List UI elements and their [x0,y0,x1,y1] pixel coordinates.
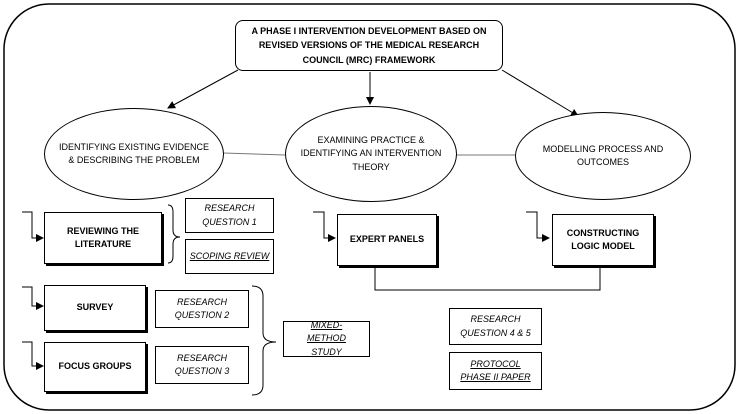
scoping-review: SCOPING REVIEW [189,250,270,261]
stage-ellipse-1: IDENTIFYING EXISTING EVIDENCE & DESCRIBI… [44,108,224,200]
elbow-arrow-logic-model [526,211,550,242]
stage-ellipse-2: EXAMINING PRACTICE & IDENTIFYING AN INTE… [285,106,457,202]
logic-model-label: CONSTRUCTING LOGIC MODEL [566,227,640,251]
elbow-arrow-survey [22,286,44,310]
focus-groups-box: FOCUS GROUPS [44,342,146,392]
mixed-method-study-box: MIXED-METHOD STUDY [283,320,370,357]
stage-2-label: EXAMINING PRACTICE & IDENTIFYING AN INTE… [300,134,442,172]
protocol-paper: PROTOCOL PHASE II PAPER [460,358,531,382]
protocol-paper-box: PROTOCOL PHASE II PAPER [449,352,542,390]
research-question-4-5: RESEARCH QUESTION 4 & 5 [460,314,531,338]
research-question-1: RESEARCH QUESTION 1 [202,203,257,227]
arrow-title-to-stage-1 [167,69,239,109]
framework-title-box: A PHASE I INTERVENTION DEVELOPMENT BASED… [235,20,503,71]
logic-model-box: CONSTRUCTING LOGIC MODEL [552,214,654,266]
expert-panels-label: EXPERT PANELS [349,234,425,245]
reviewing-literature-label: REVIEWING THE LITERATURE [66,225,139,249]
elbow-arrow-literature [22,211,44,242]
research-question-1-box: RESEARCH QUESTION 1 [185,198,274,233]
research-question-3-box: RESEARCH QUESTION 3 [155,346,249,384]
scoping-review-box: SCOPING REVIEW [185,239,274,274]
framework-title: A PHASE I INTERVENTION DEVELOPMENT BASED… [251,25,487,65]
research-question-2-box: RESEARCH QUESTION 2 [155,290,249,328]
outer-frame [3,3,736,411]
bracket-rq45 [374,268,601,291]
link-stage-1-2 [222,152,286,156]
expert-panels-box: EXPERT PANELS [337,214,437,266]
survey-box: SURVEY [44,285,146,331]
bracket-literature [167,204,181,264]
focus-groups-label: FOCUS GROUPS [58,361,132,372]
elbow-arrow-focus-groups [22,341,44,370]
research-question-3: RESEARCH QUESTION 3 [174,352,230,376]
stage-1-label: IDENTIFYING EXISTING EVIDENCE & DESCRIBI… [58,141,210,166]
reviewing-literature-box: REVIEWING THE LITERATURE [44,212,162,264]
research-question-4-5-box: RESEARCH QUESTION 4 & 5 [449,308,542,345]
bracket-mixed-method [251,285,277,396]
elbow-arrow-expert-panels [313,211,336,242]
stage-ellipse-3: MODELLING PROCESS AND OUTCOMES [515,112,691,200]
survey-label: SURVEY [76,302,114,313]
mixed-method-study: MIXED-METHOD STUDY [307,320,346,357]
arrow-title-to-stage-3 [501,69,579,117]
research-question-2: RESEARCH QUESTION 2 [174,296,230,320]
stage-3-label: MODELLING PROCESS AND OUTCOMES [542,143,664,168]
